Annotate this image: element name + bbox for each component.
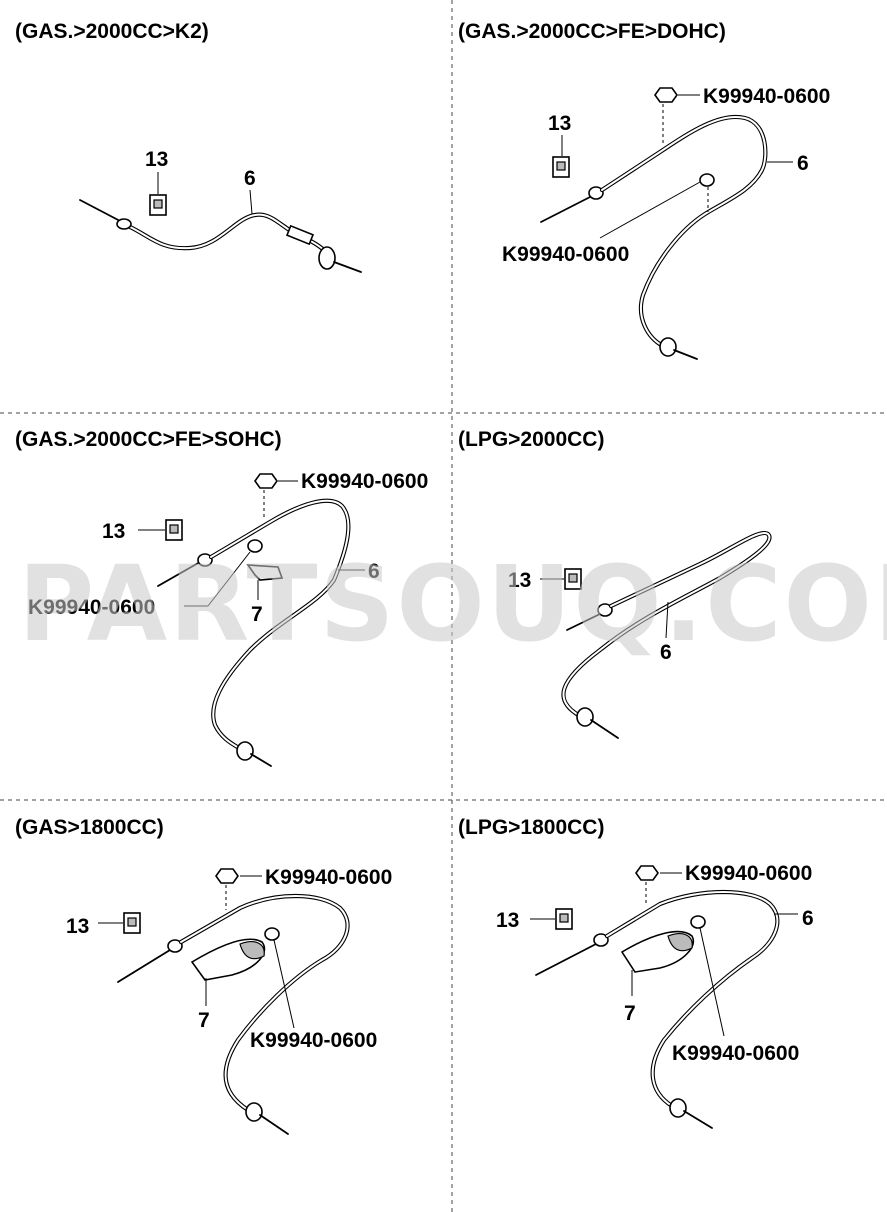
callout-bracket: 7 bbox=[198, 1009, 210, 1032]
clip-part-13 bbox=[552, 156, 570, 178]
watermark: PARTSOUQ.COM bbox=[18, 543, 887, 665]
bracket-part-7 bbox=[246, 564, 284, 600]
clip-part-13 bbox=[123, 912, 141, 934]
callout-nut-top: K99940-0600 bbox=[685, 862, 812, 885]
callout-cable: 6 bbox=[802, 907, 814, 930]
clip-part-13 bbox=[564, 568, 582, 590]
clip-part-13 bbox=[165, 519, 183, 541]
callout-cable: 6 bbox=[660, 641, 672, 664]
panel-lpg-1800: K99940-0600 13 6 7 K99940-0600 bbox=[496, 862, 814, 1129]
panel-title-gas-2000-k2: (GAS.>2000CC>K2) bbox=[15, 20, 209, 43]
nut-mid bbox=[184, 539, 263, 607]
accelerator-cable bbox=[561, 530, 772, 739]
callout-clip: 13 bbox=[66, 915, 89, 938]
panel-gas-2000-fe-sohc: K99940-0600 13 6 K99940-0600 7 bbox=[28, 470, 428, 767]
clip-part-13 bbox=[149, 194, 167, 216]
nut-mid bbox=[690, 915, 725, 1037]
callout-nut-top: K99940-0600 bbox=[301, 470, 428, 493]
callout-cable: 6 bbox=[797, 152, 809, 175]
panel-title-gas-2000-fe-sohc: (GAS.>2000CC>FE>SOHC) bbox=[15, 428, 282, 451]
callout-nut-top: K99940-0600 bbox=[703, 85, 830, 108]
callout-nut-mid: K99940-0600 bbox=[672, 1042, 799, 1065]
panel-title-lpg-1800: (LPG>1800CC) bbox=[458, 816, 604, 839]
nut-top bbox=[654, 87, 700, 146]
nut-top bbox=[254, 473, 298, 518]
nut-top bbox=[215, 868, 262, 910]
nut-top bbox=[635, 865, 682, 906]
bracket-part-7 bbox=[190, 938, 266, 1006]
panel-title-gas-2000-fe-dohc: (GAS.>2000CC>FE>DOHC) bbox=[458, 20, 726, 43]
accelerator-cable bbox=[79, 199, 362, 273]
panel-title-gas-1800: (GAS>1800CC) bbox=[15, 816, 164, 839]
callout-clip: 13 bbox=[548, 112, 571, 135]
callout-nut-mid: K99940-0600 bbox=[250, 1029, 377, 1052]
nut-mid bbox=[264, 927, 295, 1029]
nut-mid bbox=[599, 173, 715, 239]
panel-gas-1800: K99940-0600 13 7 K99940-0600 bbox=[66, 866, 392, 1135]
callout-clip: 13 bbox=[145, 148, 168, 171]
callout-cable: 6 bbox=[368, 560, 380, 583]
callout-clip: 13 bbox=[496, 909, 519, 932]
panel-lpg-2000: 13 6 bbox=[508, 530, 772, 739]
accelerator-cable bbox=[540, 114, 768, 360]
callout-cable: 6 bbox=[244, 167, 256, 190]
callout-nut-top: K99940-0600 bbox=[265, 866, 392, 889]
callout-clip: 13 bbox=[508, 569, 531, 592]
callout-bracket: 7 bbox=[624, 1002, 636, 1025]
clip-part-13 bbox=[555, 908, 573, 930]
accelerator-cable bbox=[117, 893, 350, 1135]
callout-nut-mid: K99940-0600 bbox=[28, 596, 155, 619]
panel-gas-2000-k2: 13 6 bbox=[79, 148, 362, 273]
callout-clip: 13 bbox=[102, 520, 125, 543]
callout-bracket: 7 bbox=[251, 603, 263, 626]
panel-title-lpg-2000: (LPG>2000CC) bbox=[458, 428, 604, 451]
accelerator-cable bbox=[157, 498, 351, 767]
callout-nut-mid: K99940-0600 bbox=[502, 243, 629, 266]
bracket-part-7 bbox=[620, 930, 695, 996]
panel-gas-2000-fe-dohc: K99940-0600 13 6 K99940-0600 bbox=[502, 85, 830, 360]
accelerator-cable bbox=[535, 889, 780, 1129]
